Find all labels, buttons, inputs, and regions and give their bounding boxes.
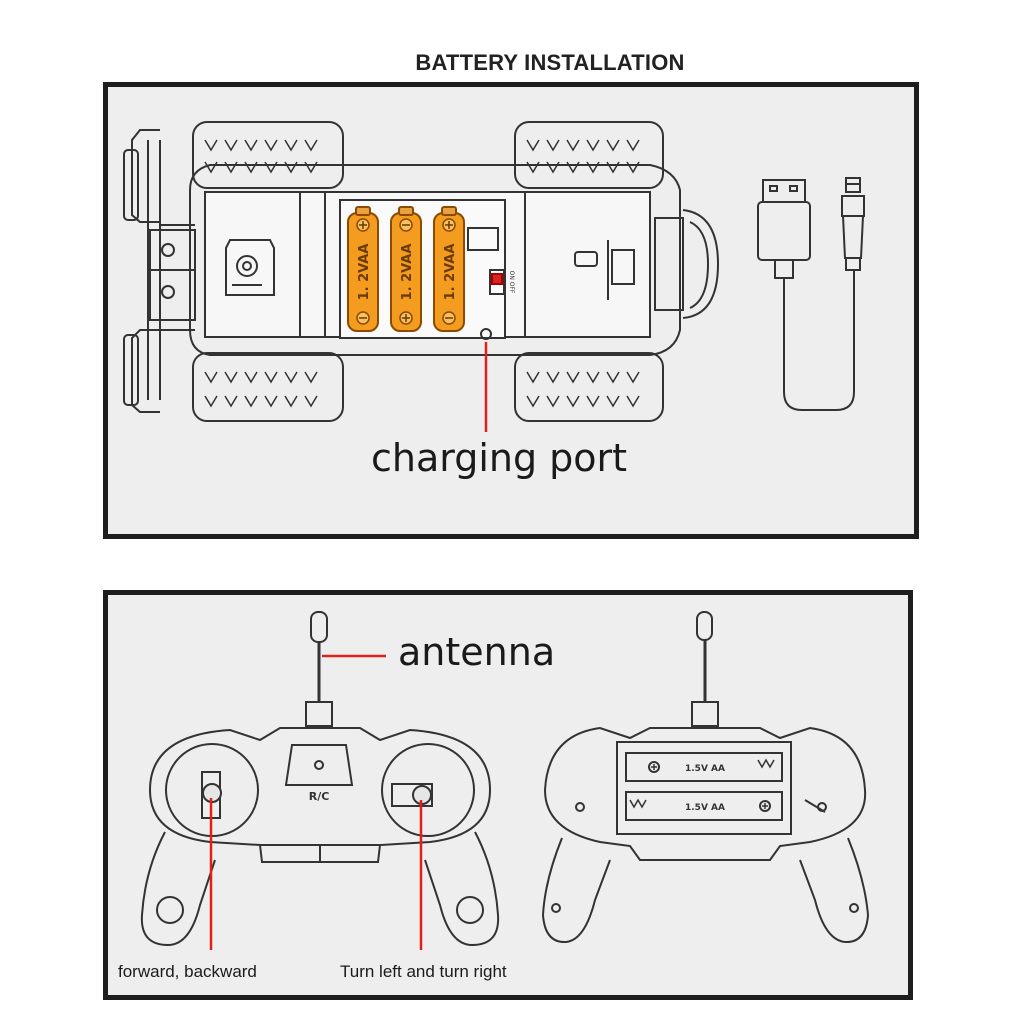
forward-backward-label: forward, backward [118,962,257,981]
battery-3 [433,206,465,332]
pointer-lines [209,342,488,950]
charging-port-label: charging port [371,436,628,480]
battery-2 [390,206,422,332]
battery-3-label: 1. 2VAA [443,244,458,301]
remote-battery-2-label: 1.5V AA [685,803,725,813]
page-title: BATTERY INSTALLATION [415,50,685,75]
remote-logo: R/C [309,790,330,803]
turn-label: Turn left and turn right [340,962,507,981]
switch-label: ON OFF [508,271,515,294]
remote-front-illustration [140,611,500,947]
battery-2-label: 1. 2VAA [400,244,415,301]
battery-1 [347,206,379,332]
antenna-label: antenna [398,630,556,674]
remote-battery-1-label: 1.5V AA [685,764,725,774]
car-batteries [347,206,465,332]
battery-1-label: 1. 2VAA [357,244,372,301]
remote-back-illustration [541,611,870,944]
remote-control-panel [103,590,913,1000]
usb-charging-cable [757,177,865,411]
